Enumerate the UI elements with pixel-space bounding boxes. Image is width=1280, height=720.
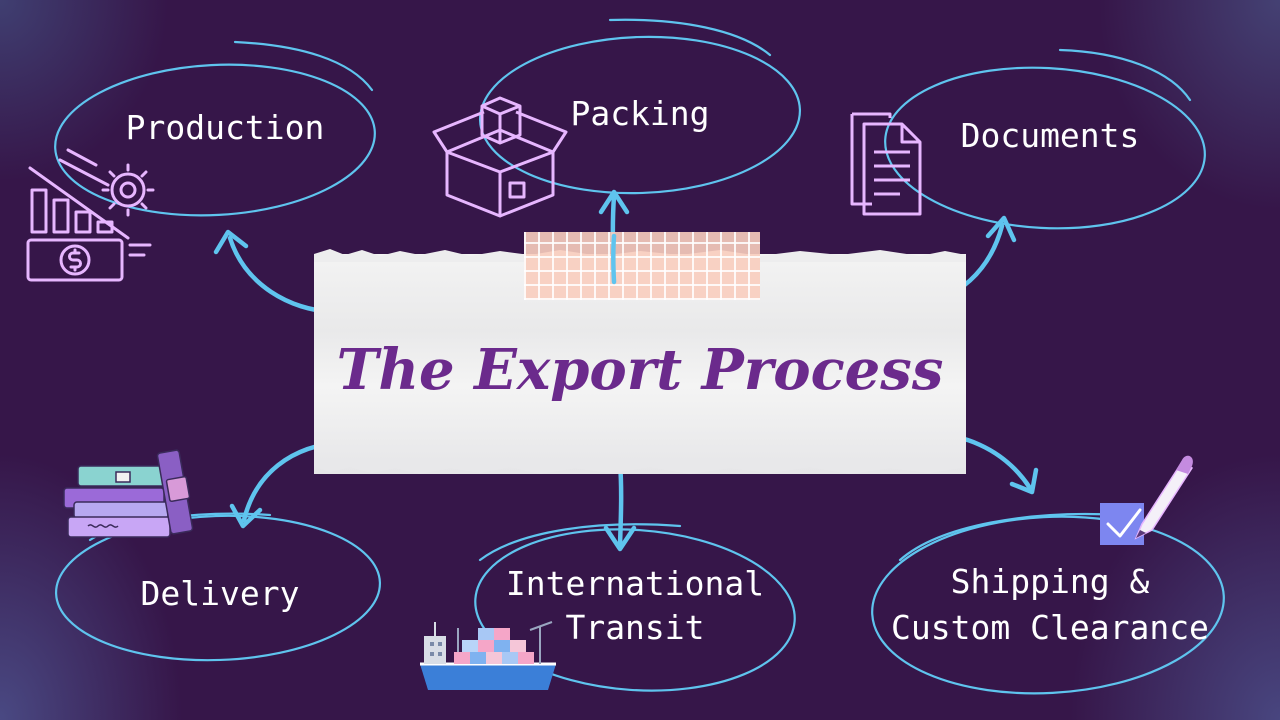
shipping-ellipse-tail <box>898 512 1122 562</box>
checkbox-pen-icon <box>1100 455 1194 545</box>
arrow-to-documents-head <box>985 215 1017 243</box>
arrow-to-packing-head <box>598 189 630 215</box>
node-shipping-line1: Shipping & <box>950 562 1150 601</box>
arrow-to-production-head <box>213 229 249 255</box>
packing-ellipse-tail <box>608 18 772 57</box>
packing-ellipse <box>478 35 802 195</box>
production-ellipse-tail <box>233 40 374 92</box>
node-shipping-line2: Custom Clearance <box>891 608 1209 647</box>
node-packing: Packing <box>570 94 710 133</box>
box-icon <box>432 96 568 218</box>
washi-tape <box>524 232 760 300</box>
delivery-ellipse <box>54 514 382 662</box>
arrow-to-shipping-head <box>1009 467 1039 495</box>
node-delivery: Delivery <box>140 574 300 613</box>
arrow-to-delivery-head <box>229 503 263 529</box>
production-chart-icon <box>26 148 155 282</box>
node-documents: Documents <box>960 116 1140 155</box>
cargo-ship-icon <box>420 621 556 690</box>
production-ellipse <box>54 63 376 217</box>
documents-ellipse <box>884 66 1206 230</box>
transit-ellipse <box>474 528 796 692</box>
node-transit-line1: International <box>505 564 765 603</box>
documents-ellipse-tail <box>1058 48 1192 102</box>
page-title: The Export Process <box>336 337 944 403</box>
node-production: Production <box>125 108 325 147</box>
books-icon <box>63 449 194 538</box>
arrow-to-transit-head <box>603 525 637 552</box>
shipping-ellipse <box>871 515 1225 695</box>
node-transit-line2: Transit <box>565 608 705 647</box>
document-icon <box>850 112 922 216</box>
transit-ellipse-tail <box>478 523 682 562</box>
